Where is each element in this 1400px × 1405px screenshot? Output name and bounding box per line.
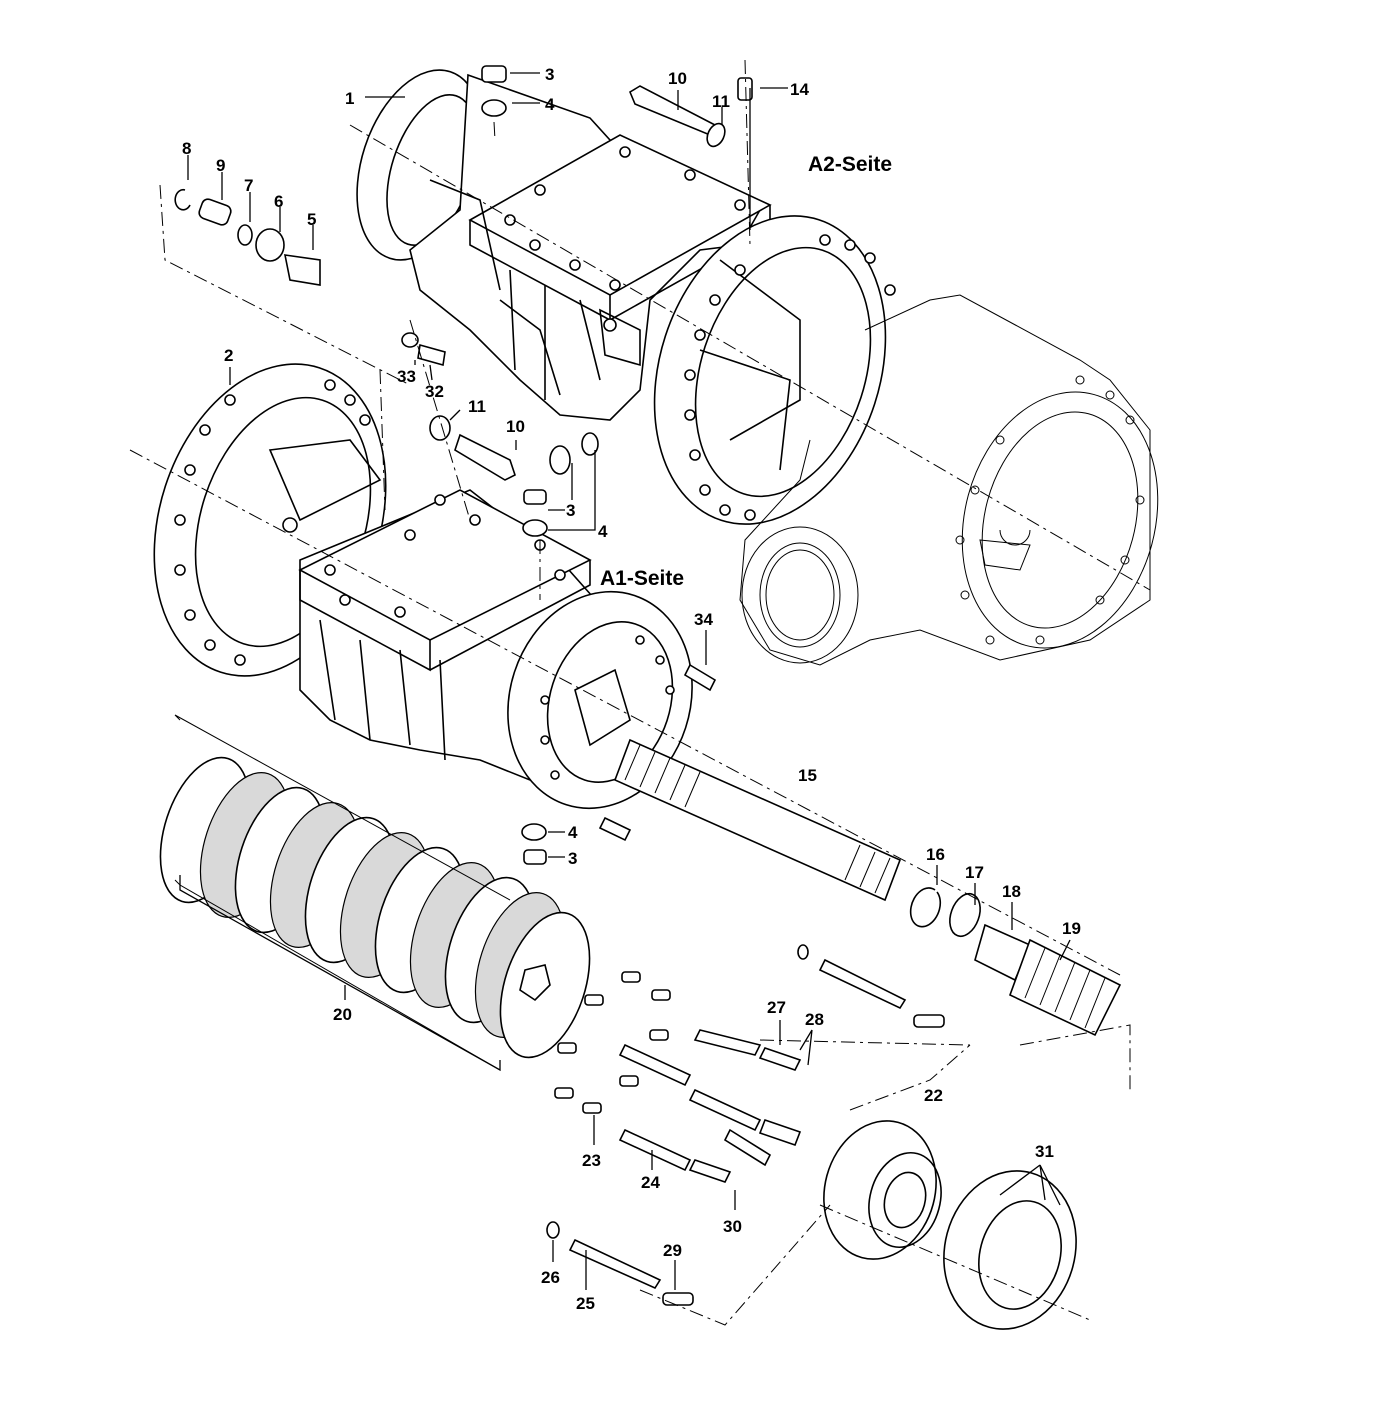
callout-label: 3 — [566, 501, 575, 520]
callout-label: 33 — [397, 367, 416, 386]
callout-label: 11 — [712, 92, 730, 111]
upper-axle-housing — [356, 69, 772, 421]
drive-shaft — [613, 738, 1122, 1037]
upper-flange-ring — [653, 215, 896, 525]
side-label-a1: A1-Seite — [600, 567, 684, 590]
callout-labels: A2-Seite A1-Seite 1 2 3 4 5 6 7 8 9 10 1… — [182, 65, 1081, 1313]
side-label-a2: A2-Seite — [808, 153, 892, 176]
callout-label: 20 — [333, 1005, 352, 1024]
callout-label: 3 — [545, 65, 554, 84]
callout-label: 34 — [694, 610, 713, 629]
callout-label: 31 — [1035, 1142, 1054, 1161]
center-lines — [129, 59, 1151, 1326]
callout-label: 10 — [506, 417, 525, 436]
lower-axle-housing — [153, 363, 693, 810]
callout-label: 6 — [274, 192, 283, 211]
callout-label: 7 — [244, 176, 253, 195]
callout-label: 22 — [924, 1086, 943, 1105]
callout-label: 32 — [425, 382, 444, 401]
callout-label: 1 — [345, 89, 354, 108]
center-gear-housing — [739, 294, 1159, 666]
callout-label: 17 — [965, 863, 984, 882]
callout-label: 10 — [668, 69, 687, 88]
callout-label: 4 — [568, 823, 578, 842]
callout-label: 11 — [468, 397, 486, 416]
callout-label: 30 — [723, 1217, 742, 1236]
callout-label: 4 — [598, 522, 608, 541]
callout-label: 15 — [798, 766, 817, 785]
clutch-disc-pack — [159, 714, 591, 1071]
callout-label: 29 — [663, 1241, 682, 1260]
callout-label: 3 — [568, 849, 577, 868]
leader-lines — [179, 72, 1071, 1290]
callout-label: 24 — [641, 1173, 660, 1192]
callout-label: 16 — [926, 845, 945, 864]
brake-piston-assembly — [823, 1120, 1077, 1330]
callout-label: 19 — [1062, 919, 1081, 938]
callout-label: 14 — [790, 80, 809, 99]
callout-label: 18 — [1002, 882, 1021, 901]
callout-label: 23 — [582, 1151, 601, 1170]
small-parts — [174, 65, 945, 1306]
callout-label: 26 — [541, 1268, 560, 1287]
callout-label: 8 — [182, 139, 191, 158]
callout-label: 28 — [805, 1010, 824, 1029]
callout-label: 2 — [224, 346, 233, 365]
callout-label: 4 — [545, 95, 555, 114]
callout-label: 5 — [307, 210, 316, 229]
callout-label: 25 — [576, 1294, 595, 1313]
callout-label: 27 — [767, 998, 786, 1017]
callout-label: 9 — [216, 156, 225, 175]
